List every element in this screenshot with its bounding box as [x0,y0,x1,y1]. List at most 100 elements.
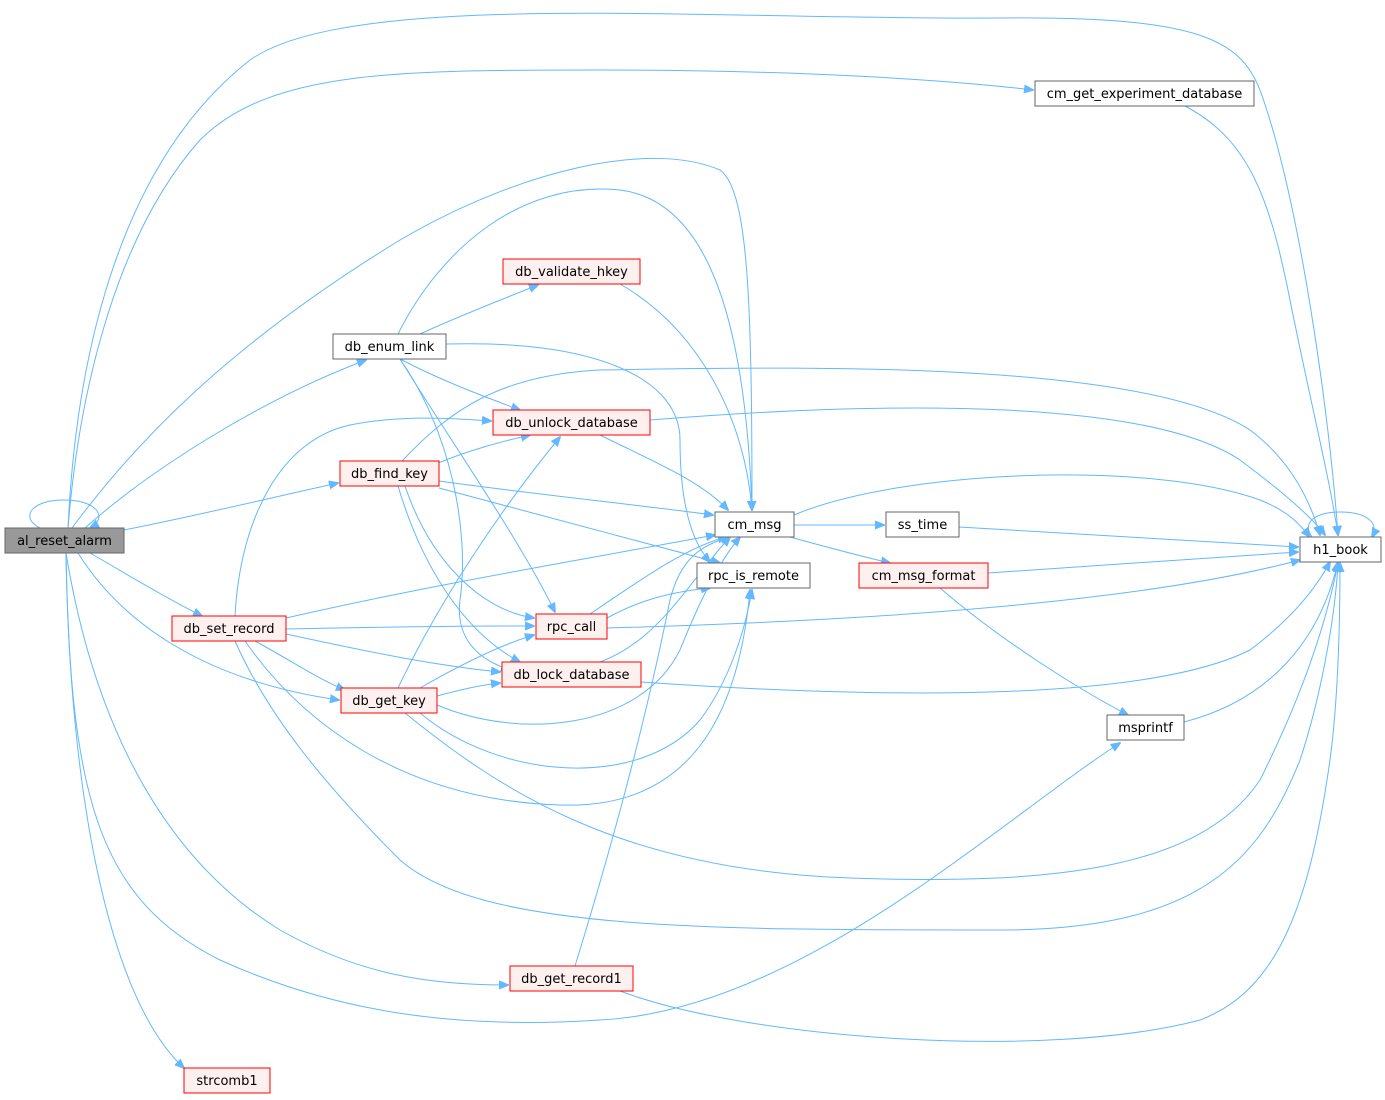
node-box [183,1067,271,1094]
edge-db-find-key-to-rpc-is-remote [438,487,720,563]
node-ss-time[interactable]: ss_time [885,511,960,538]
edge-cm-msg-to-h1-book [793,474,1310,537]
edge-db-get-key-to-db-lock-database [436,683,500,697]
edge-al-reset-alarm-to-cm-get-experiment-database [67,69,1033,529]
node-label: ss_time [898,518,947,533]
node-db-validate-hkey[interactable]: db_validate_hkey [502,258,641,285]
node-box [339,460,440,487]
edge-db-set-record-to-rpc-is-remote [244,590,750,806]
edge-db-enum-link-to-db-unlock-database [399,358,520,410]
edge-al-reset-alarm-to-al-reset-alarm [29,499,99,528]
node-h1-book[interactable]: h1_book [1299,536,1382,563]
node-label: db_get_key [352,694,426,709]
edge-cm-get-experiment-database-to-h1-book [1184,105,1338,535]
node-box [509,965,634,992]
edge-db-find-key-to-h1-book [401,367,1320,535]
node-al-reset-alarm[interactable]: al_reset_alarm [4,527,125,554]
node-label: db_set_record [184,622,275,637]
node-db-find-key[interactable]: db_find_key [339,460,440,487]
node-rpc-call[interactable]: rpc_call [535,613,608,640]
node-label: db_find_key [351,467,428,482]
node-label: db_unlock_database [505,416,638,431]
node-label: cm_get_experiment_database [1047,87,1243,102]
edge-db-lock-database-to-cm-msg [599,537,730,663]
edge-db-set-record-to-db-unlock-database [234,418,491,617]
node-box [171,615,287,642]
edge-db-get-record1-to-h1-book [619,563,1340,1042]
node-db-enum-link[interactable]: db_enum_link [332,333,447,360]
edge-db-unlock-database-to-cm-msg [599,434,728,510]
node-label: db_validate_hkey [515,265,628,280]
edge-al-reset-alarm-to-db-get-key [77,552,339,700]
edge-db-validate-hkey-to-cm-msg [619,283,752,510]
node-label: strcomb1 [196,1074,257,1089]
node-box [1034,80,1255,107]
edge-cm-msg-to-cm-msg-format [789,536,890,563]
edges [29,12,1374,1068]
node-box [1299,536,1382,563]
node-label: db_enum_link [345,340,435,355]
node-db-get-key[interactable]: db_get_key [340,687,438,714]
edge-db-get-key-to-db-unlock-database [397,437,560,689]
node-box [714,511,795,538]
node-label: db_get_record1 [521,972,622,987]
node-cm-msg[interactable]: cm_msg [714,511,795,538]
edge-al-reset-alarm-to-h1-book [67,12,1338,535]
edge-al-reset-alarm-to-msprintf [65,552,1120,1023]
node-strcomb1[interactable]: strcomb1 [183,1067,271,1094]
node-rpc-is-remote[interactable]: rpc_is_remote [696,562,811,589]
node-label: h1_book [1313,543,1368,558]
edge-db-enum-link-to-db-validate-hkey [419,285,538,335]
node-db-set-record[interactable]: db_set_record [171,615,287,642]
edge-db-find-key-to-rpc-call [404,485,534,618]
node-box [696,562,811,589]
edge-db-set-record-to-db-lock-database [285,633,500,672]
nodes: al_reset_alarm h1_book cm_get_experiment_d… [4,80,1382,1094]
edge-db-get-key-to-rpc-is-remote [419,590,752,769]
node-db-lock-database[interactable]: db_lock_database [501,661,642,688]
edge-h1-book-to-h1-book [1308,511,1374,537]
edge-al-reset-alarm-to-db-get-record1 [65,552,508,985]
edge-al-reset-alarm-to-db-enum-link [84,360,366,529]
edge-al-reset-alarm-to-db-set-record [89,552,202,616]
node-db-unlock-database[interactable]: db_unlock_database [492,409,651,436]
edge-rpc-call-to-rpc-is-remote [606,588,710,619]
node-cm-msg-format[interactable]: cm_msg_format [858,562,989,589]
edge-cm-msg-format-to-msprintf [939,587,1128,715]
node-box [502,258,641,285]
edge-ss-time-to-h1-book [958,526,1298,547]
node-box [501,661,642,688]
node-label: db_lock_database [513,668,629,683]
edge-db-lock-database-to-h1-book [640,562,1330,694]
edge-db-get-key-to-h1-book [404,563,1338,881]
node-db-get-record1[interactable]: db_get_record1 [509,965,634,992]
edge-db-unlock-database-to-h1-book [649,407,1325,535]
node-msprintf[interactable]: msprintf [1106,714,1185,741]
node-box [1106,714,1185,741]
edge-db-set-record-to-db-get-key [254,640,345,690]
edge-db-set-record-to-cm-msg [285,535,715,619]
node-label: rpc_is_remote [708,569,799,584]
edge-al-reset-alarm-to-cm-msg [71,157,752,529]
edge-msprintf-to-h1-book [1183,562,1338,723]
edge-rpc-call-to-h1-book [606,560,1300,629]
node-label: cm_msg [728,518,782,533]
edge-db-set-record-to-rpc-call [285,626,534,629]
node-label: msprintf [1118,721,1173,736]
node-label: al_reset_alarm [17,534,112,549]
edge-db-get-key-to-rpc-call [419,635,534,689]
edge-al-reset-alarm-to-strcomb1 [65,552,184,1068]
node-box [885,511,960,538]
node-cm-get-experiment-database[interactable]: cm_get_experiment_database [1034,80,1255,107]
node-box [492,409,651,436]
edge-db-enum-link-to-cm-msg [397,188,752,510]
edge-db-find-key-to-cm-msg [438,480,713,515]
edge-db-set-record-to-h1-book [234,563,1338,931]
node-label: cm_msg_format [872,569,976,584]
edge-al-reset-alarm-to-db-find-key [123,483,338,531]
edge-db-find-key-to-db-unlock-database [437,435,530,464]
node-box [4,527,125,554]
node-label: rpc_call [547,620,597,635]
node-box [340,687,438,714]
